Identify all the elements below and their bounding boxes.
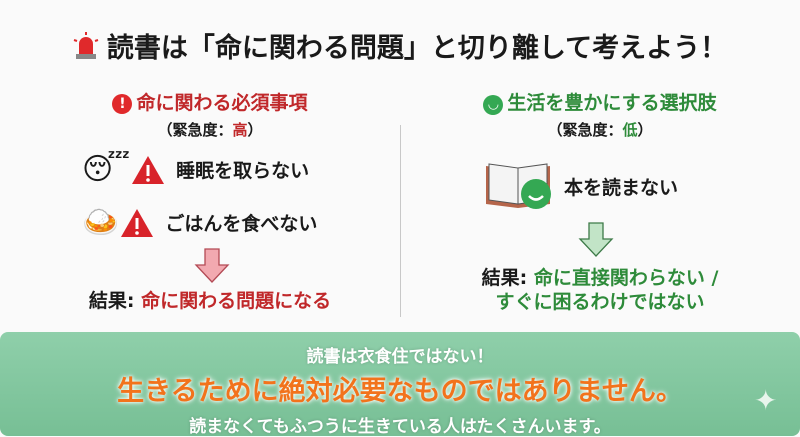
- result-label: 結果:: [88, 290, 142, 312]
- warning-icon: [132, 155, 165, 184]
- item-text: ごはんを食べない: [165, 213, 318, 235]
- banner-line-1: 読書は衣食住ではない！: [306, 347, 494, 367]
- item-text: 睡眠を取らない: [176, 160, 310, 182]
- right-urgency: （緊急度：低）: [420, 119, 780, 140]
- left-heading: !命に関わる必須事項: [30, 88, 390, 115]
- sleeping-person-icon: 😴: [82, 152, 131, 187]
- warning-icon: [121, 208, 154, 237]
- result-value: 命に関わる問題になる: [141, 290, 332, 312]
- siren-icon: [73, 32, 99, 59]
- column-divider: [400, 125, 401, 317]
- left-result: 結果: 命に関わる問題になる: [30, 286, 390, 313]
- urgency-label: （緊急度：: [547, 121, 623, 139]
- sparkle-icon: ✦: [754, 384, 778, 417]
- banner-headline: 生きるために絶対必要なものではありません。: [117, 376, 683, 407]
- result-value-2: すぐに困るわけではない: [495, 291, 705, 313]
- food-plate-icon: 🍛: [82, 205, 120, 240]
- down-arrow-icon: [194, 248, 230, 283]
- urgency-value: 高: [232, 121, 248, 139]
- urgency-label: （緊急度：: [157, 121, 233, 139]
- right-heading-text: 生活を豊かにする選択肢: [507, 92, 717, 114]
- right-heading: ◡生活を豊かにする選択肢: [420, 88, 780, 115]
- urgency-suffix: ）: [247, 121, 263, 139]
- summary-banner: 読書は衣食住ではない！ 生きるために絶対必要なものではありません。 読まなくても…: [0, 332, 800, 437]
- smile-icon: ◡: [483, 95, 504, 115]
- urgency-value: 低: [622, 121, 638, 139]
- left-heading-text: 命に関わる必須事項: [136, 92, 308, 114]
- list-item: 本を読まない: [484, 160, 678, 212]
- open-book-icon: [486, 163, 551, 209]
- banner-line-3: 読まなくてもふつうに生きている人はたくさんいます。: [189, 417, 611, 437]
- result-label: 結果:: [481, 267, 534, 289]
- list-item: 😴 睡眠を取らない: [82, 152, 309, 187]
- down-arrow-icon: [578, 222, 614, 257]
- urgency-suffix: ）: [637, 121, 653, 139]
- exclamation-icon: !: [112, 94, 133, 114]
- result-value: 命に直接関わらない /: [533, 267, 719, 289]
- page-title: 読書は「命に関わる問題」と切り離して考えよう！: [0, 26, 800, 65]
- left-column: !命に関わる必須事項 （緊急度：高）: [30, 88, 390, 140]
- left-urgency: （緊急度：高）: [30, 119, 390, 140]
- right-column: ◡生活を豊かにする選択肢 （緊急度：低）: [420, 88, 780, 140]
- title-text: 読書は「命に関わる問題」と切り離して考えよう！: [106, 33, 728, 64]
- list-item: 🍛 ごはんを食べない: [82, 205, 317, 240]
- right-result: 結果: 命に直接関わらない / すぐに困るわけではない: [420, 266, 780, 314]
- item-text: 本を読まない: [564, 176, 679, 199]
